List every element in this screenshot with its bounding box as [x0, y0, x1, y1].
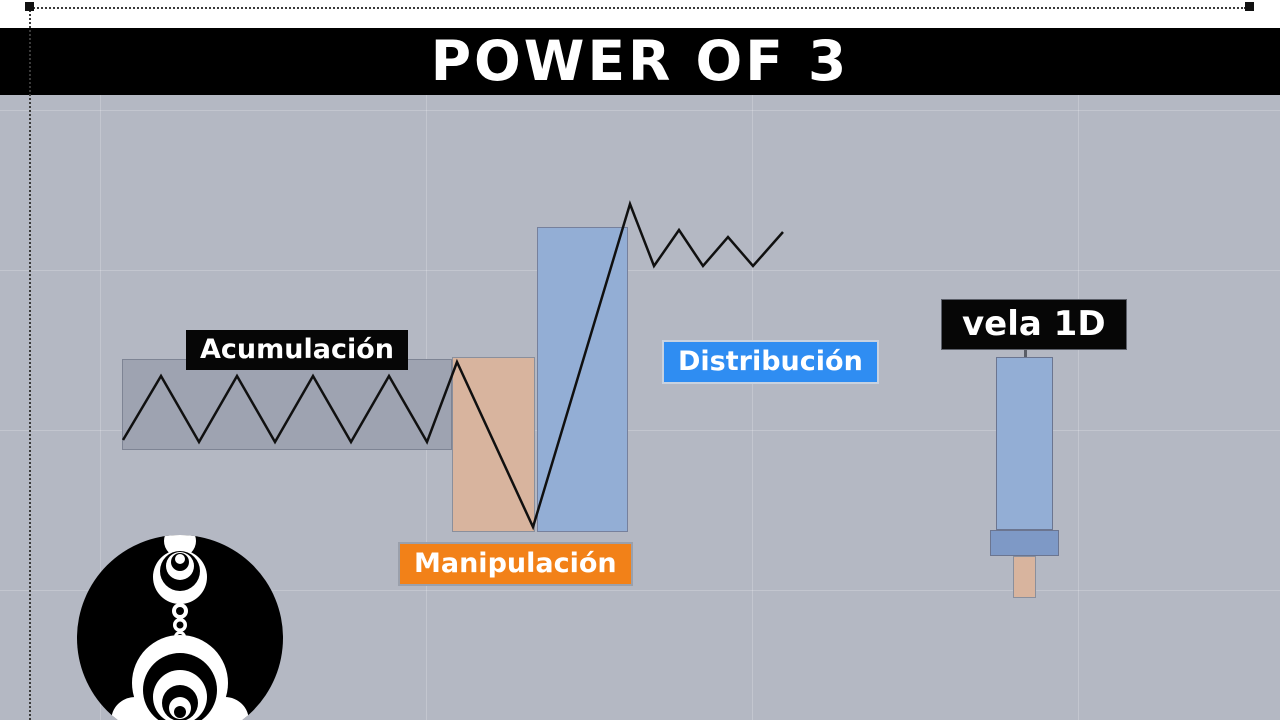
distribution-label: Distribución [662, 340, 879, 385]
candle-body [996, 357, 1053, 530]
fractal-spheres-logo-icon [77, 535, 283, 720]
guide-handle-top-right [1245, 2, 1254, 11]
accumulation-zone-box [122, 359, 452, 450]
slide-title: POWER OF 3 [430, 29, 850, 93]
accumulation-label: Acumulación [186, 330, 408, 371]
distribution-zone-box [537, 227, 628, 532]
candle-bottom-wick [1013, 556, 1036, 598]
title-banner: POWER OF 3 [0, 28, 1280, 95]
manipulation-zone-box [452, 357, 535, 532]
manipulation-label: Manipulación [398, 542, 633, 587]
daily-candle-label: vela 1D [941, 299, 1127, 350]
candle-top-wick [1024, 348, 1027, 358]
guide-handle-top-left [25, 2, 34, 11]
candle-close-band [990, 530, 1059, 556]
top-dotted-guide [30, 7, 1246, 9]
left-dotted-guide [29, 7, 31, 720]
